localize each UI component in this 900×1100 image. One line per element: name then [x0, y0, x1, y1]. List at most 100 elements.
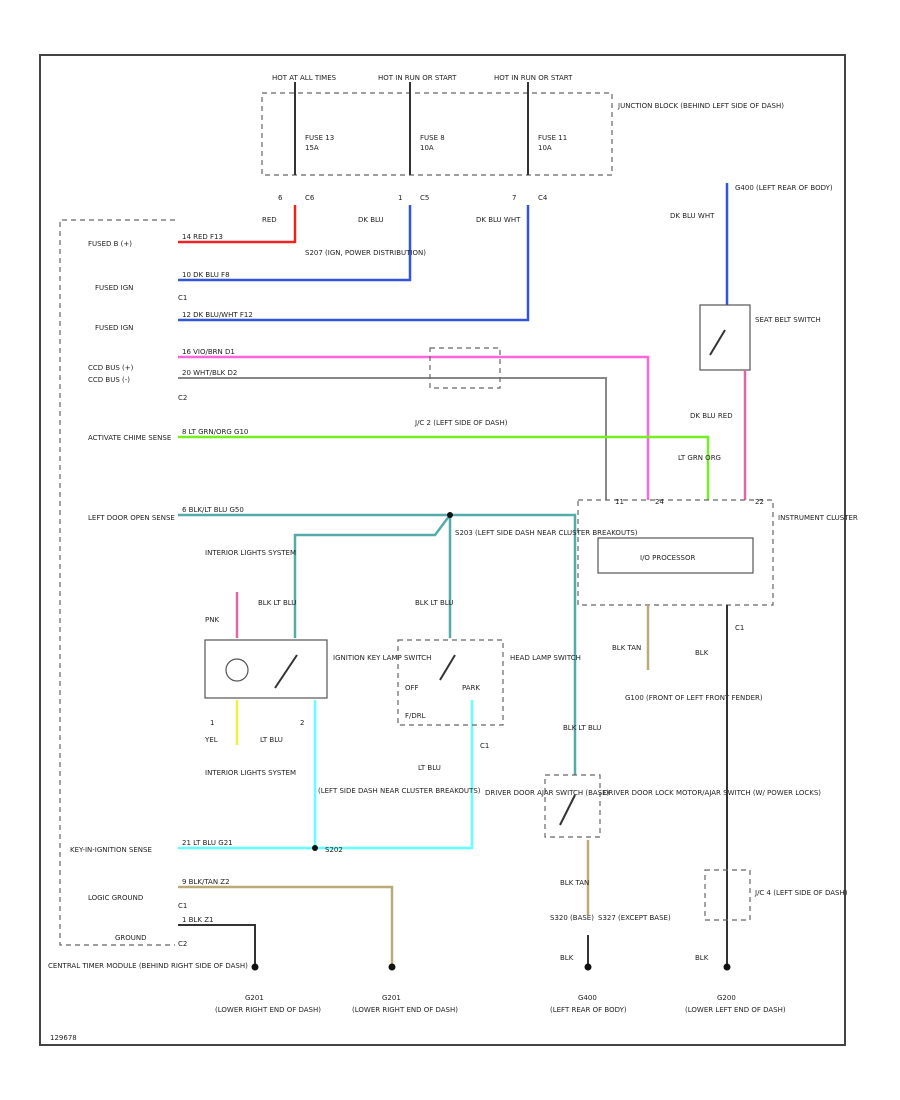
c2-gnd-label: C2 — [178, 940, 187, 948]
splice-s203-label: S203 (LEFT SIDE DASH NEAR CLUSTER BREAKO… — [455, 529, 638, 537]
fuse-13: HOT AT ALL TIMES FUSE 13 15A 6 C6 — [272, 74, 337, 202]
c1-hl-label: C1 — [480, 742, 489, 750]
ctm-label-keyin: KEY-IN-IGNITION SENSE — [70, 846, 152, 854]
ctm-border — [59, 219, 175, 946]
fuse-8-label: FUSE 8 — [420, 134, 445, 142]
pin-ign-1: 1 — [210, 719, 214, 727]
fuse-11-amps: 10A — [538, 144, 552, 152]
seatbelt-label: SEAT BELT SWITCH — [755, 316, 821, 324]
s202-desc: (LEFT SIDE DASH NEAR CLUSTER BREAKOUTS) — [318, 787, 481, 795]
ctm-wire-text-logicgnd: 9 BLK/TAN Z2 — [182, 878, 230, 886]
pin-cl-24: 24 — [655, 498, 664, 506]
s327-label: S327 (EXCEPT BASE) — [598, 914, 671, 922]
wire-blktan-cluster-label: BLK TAN — [612, 644, 641, 652]
seatbelt-contact — [709, 329, 726, 356]
g100-label: G100 (FRONT OF LEFT FRONT FENDER) — [625, 694, 763, 702]
door-switch-contact — [559, 794, 576, 826]
ground-g200-loc: (LOWER LEFT END OF DASH) — [685, 1006, 786, 1014]
hl-fdrl: F/DRL — [405, 712, 426, 720]
diagram-frame — [39, 54, 846, 1046]
jc2-label: J/C 2 (LEFT SIDE OF DASH) — [414, 419, 508, 427]
ctm-wire-ccdpos — [178, 355, 650, 500]
ground-g201-a-dot — [251, 963, 259, 971]
ctm-wire-text-ccdneg: 20 WHT/BLK D2 — [182, 369, 237, 377]
ctm-wire-text-ccdpos: 16 VIO/BRN D1 — [182, 348, 235, 356]
junction-block-label: JUNCTION BLOCK (BEHIND LEFT SIDE OF DASH… — [617, 102, 784, 110]
ctm-wire-text-fusedign1: 10 DK BLU F8 — [182, 271, 230, 279]
hl-off: OFF — [405, 684, 419, 692]
jc2-box — [429, 347, 501, 389]
wire-dkblu-label: DK BLU — [358, 216, 384, 224]
wire-blkltblu-hl-label: BLK LT BLU — [415, 599, 453, 607]
fuse-11: HOT IN RUN OR START FUSE 11 10A 7 C4 — [494, 74, 573, 202]
ground-g400-loc: (LEFT REAR OF BODY) — [550, 1006, 627, 1014]
cluster-label: INSTRUMENT CLUSTER — [778, 514, 858, 522]
splice-s202-label: S202 — [325, 846, 343, 854]
ground-g201-b-name: G201 — [382, 994, 401, 1002]
fuse-8-hot: HOT IN RUN OR START — [378, 74, 457, 82]
hl-switch-contact — [439, 654, 456, 681]
ign-switch-box — [204, 639, 328, 699]
ctm-label-ccdpos: CCD BUS (+) — [88, 364, 134, 372]
wire-blk-door-label: BLK — [560, 954, 574, 962]
c2-label: C2 — [178, 394, 187, 402]
ctm-wire-gnd — [178, 924, 256, 965]
ctm-label-door: LEFT DOOR OPEN SENSE — [88, 514, 175, 522]
wire-blkltblu-ign-label: BLK LT BLU — [258, 599, 296, 607]
wire-red-label: RED — [262, 216, 277, 224]
seatbelt-box — [699, 304, 751, 371]
ctm-label-gnd: GROUND — [115, 934, 147, 942]
wire-dkblured-label: DK BLU RED — [690, 412, 733, 420]
ground-g201-b-dot — [388, 963, 396, 971]
ctm-wire-text-fusedign2: 12 DK BLU/WHT F12 — [182, 311, 253, 319]
door-lock-label: DRIVER DOOR LOCK MOTOR/AJAR SWITCH (W/ P… — [603, 789, 821, 797]
wire-blk-jc4-label: BLK — [695, 954, 709, 962]
ground-g201-a-name: G201 — [245, 994, 264, 1002]
wire-ltblu-ign-label: LT BLU — [260, 736, 283, 744]
processor-box — [597, 537, 754, 574]
ctm-wire-text-keyin: 21 LT BLU G21 — [182, 839, 233, 847]
wire-blkltblu-door-label: BLK LT BLU — [563, 724, 601, 732]
ign-switch-contact — [274, 654, 298, 689]
ground-g400-dot — [584, 963, 592, 971]
fuse-8-pin: 1 — [398, 194, 402, 202]
wire-ltblu-hl-label: LT BLU — [418, 764, 441, 772]
fuse-13-label: FUSE 13 — [305, 134, 334, 142]
wire-dkbluwht-label: DK BLU WHT — [476, 216, 521, 224]
splice-s203-dot — [447, 512, 453, 518]
cluster-box — [577, 499, 774, 606]
g400-top: G400 (LEFT REAR OF BODY) — [735, 184, 833, 192]
fuse-13-conn: C6 — [305, 194, 315, 202]
splice-s207: S207 (IGN, POWER DISTRIBUTION) — [305, 249, 426, 257]
interior-lights-top: INTERIOR LIGHTS SYSTEM — [205, 549, 296, 557]
fuse-13-pin: 6 — [278, 194, 283, 202]
wire-dkbluwht-seat-label: DK BLU WHT — [670, 212, 715, 220]
ctm-wire-keyin — [178, 700, 474, 850]
ctm-wire-logicgnd — [178, 885, 394, 965]
wire-dkbluwht-f11 — [178, 205, 530, 322]
fuse-13-hot: HOT AT ALL TIMES — [272, 74, 337, 82]
fuse-11-conn: C4 — [538, 194, 548, 202]
ctm-label-fusedb: FUSED B (+) — [88, 240, 132, 248]
pin-cl-11: 11 — [615, 498, 624, 506]
pin-cl-22: 22 — [755, 498, 764, 506]
fuse-13-amps: 15A — [305, 144, 319, 152]
ctm-pin-labels: FUSED B (+) 14 RED F13 FUSED IGN 10 DK B… — [70, 233, 253, 942]
interior-lights-bottom: INTERIOR LIGHTS SYSTEM — [205, 769, 296, 777]
ign-switch-label: IGNITION KEY LAMP SWITCH — [333, 654, 431, 662]
pin-ign-2: 2 — [300, 719, 304, 727]
fuse-8-conn: C5 — [420, 194, 429, 202]
ctm-label-ccdneg: CCD BUS (-) — [88, 376, 130, 384]
wire-blk-cluster-label: BLK — [695, 649, 709, 657]
headlamp-box — [397, 639, 504, 726]
wire-door-to-ign — [293, 514, 451, 638]
ctm-name: CENTRAL TIMER MODULE (BEHIND RIGHT SIDE … — [48, 962, 248, 970]
ground-g200-dot — [723, 963, 731, 971]
grounds: G201 (LOWER RIGHT END OF DASH) G201 (LOW… — [215, 963, 786, 1014]
door-ajar-label: DRIVER DOOR AJAR SWITCH (BASE) — [485, 789, 610, 797]
ctm-wire-text-fusedb: 14 RED F13 — [182, 233, 223, 241]
fuse-8-amps: 10A — [420, 144, 434, 152]
ctm-label-fusedign1: FUSED IGN — [95, 284, 133, 292]
c1-logic-label: C1 — [178, 902, 187, 910]
